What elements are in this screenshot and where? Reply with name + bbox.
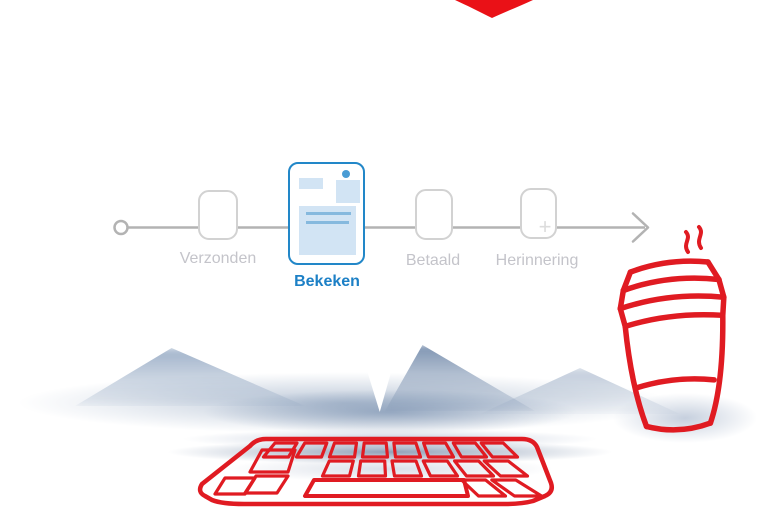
timeline-step-betaald [415, 189, 453, 240]
steam-icon [684, 225, 703, 254]
spacebar-key [303, 478, 470, 498]
document-header-block [299, 178, 323, 189]
timeline-label-betaald: Betaald [405, 252, 461, 269]
timeline-step-bekeken-card [288, 162, 365, 265]
document-image-block [336, 180, 360, 203]
timeline-label-herinnering: Herinnering [495, 252, 579, 269]
document-text-line [306, 212, 351, 215]
timeline-label-verzonden: Verzonden [179, 250, 257, 267]
timeline-step-verzonden [198, 190, 238, 240]
coffee-cup-illustration [617, 225, 727, 433]
plus-icon: + [538, 214, 552, 240]
document-text-line [306, 221, 349, 224]
red-accent-wedge [455, 0, 533, 18]
keyboard-keys [213, 441, 544, 498]
timeline-step-herinnering [520, 188, 557, 239]
cup-body [617, 258, 727, 433]
keyboard-illustration [197, 436, 554, 507]
document-body-block [299, 206, 356, 255]
timeline-label-bekeken: Bekeken [294, 273, 360, 290]
document-status-dot [342, 170, 350, 178]
